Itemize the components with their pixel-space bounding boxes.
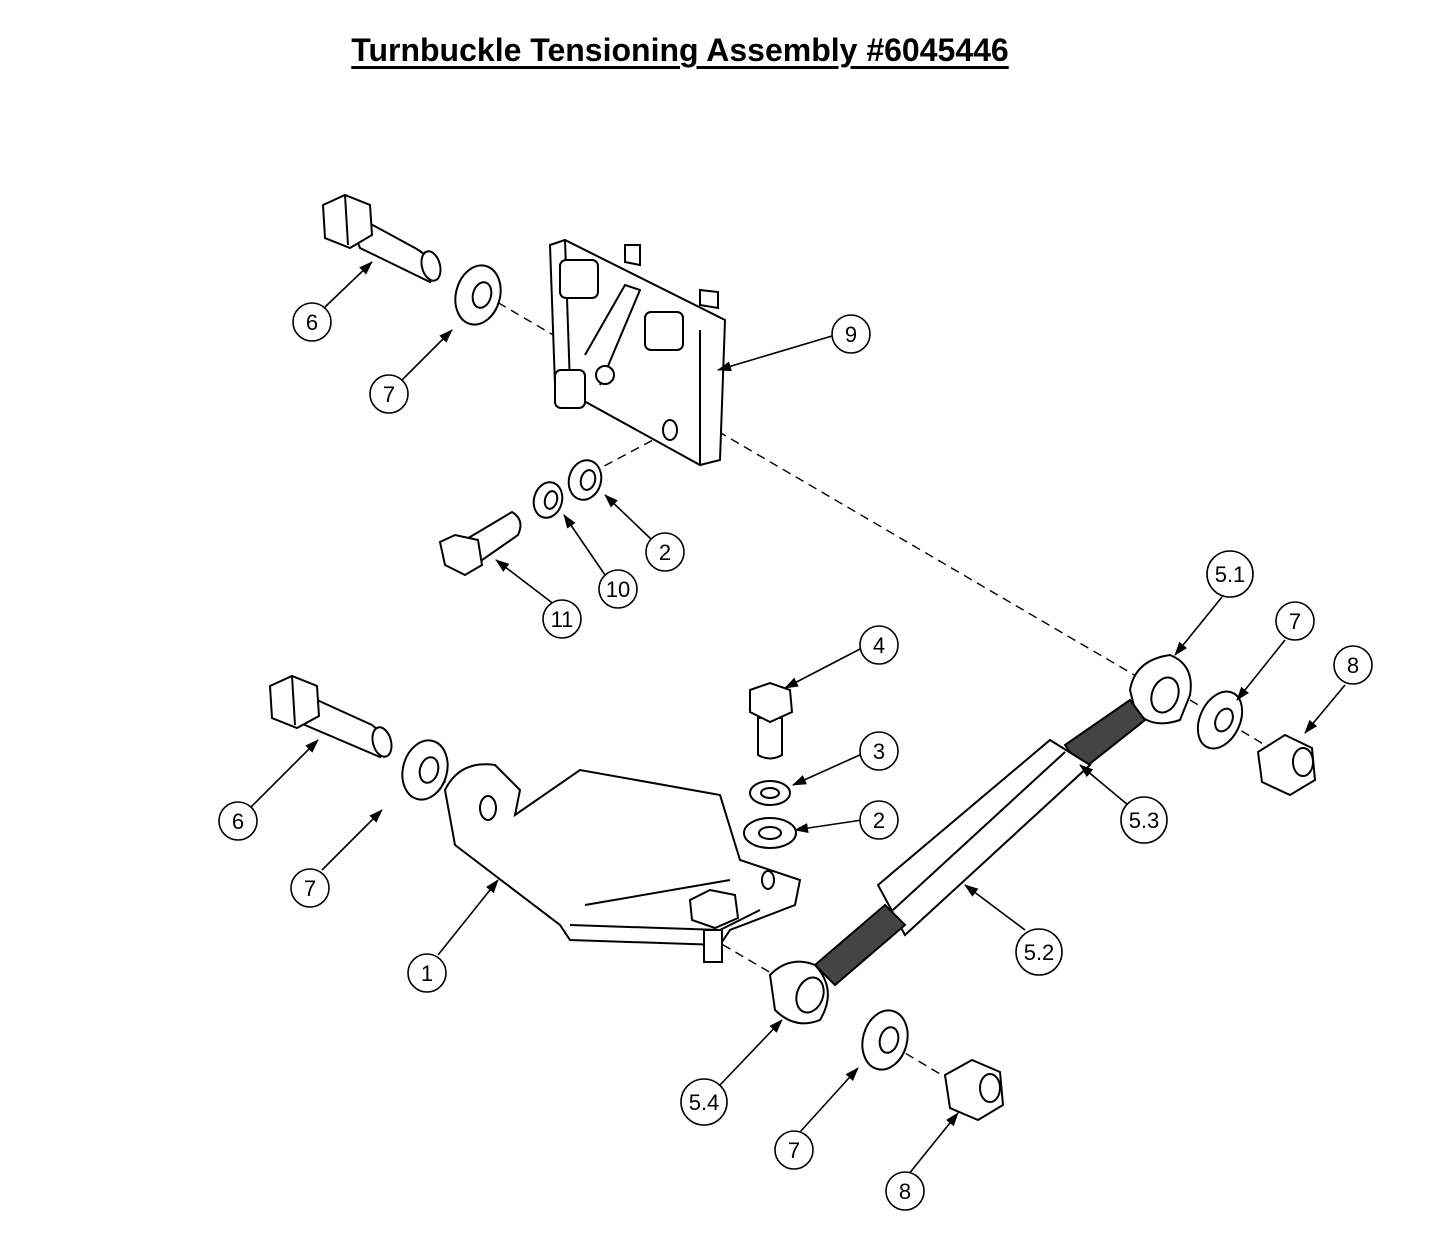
hardware-bottom xyxy=(861,1009,1005,1122)
callout-balloons xyxy=(218,302,1373,1211)
callout-6-left: 6 xyxy=(232,809,244,834)
hardware-stack-upper xyxy=(438,459,603,577)
hardware-stack-middle xyxy=(688,681,797,963)
callout-2-mid: 2 xyxy=(873,808,885,833)
callout-11: 11 xyxy=(551,607,574,632)
tensioner-bracket xyxy=(443,763,802,947)
callout-7-left: 7 xyxy=(304,876,316,901)
callout-3: 3 xyxy=(873,739,885,764)
callout-7-right: 7 xyxy=(1289,609,1301,634)
callout-8-bottom: 8 xyxy=(899,1179,911,1204)
callout-2-top: 2 xyxy=(659,540,671,565)
callout-leaders xyxy=(249,261,1346,1176)
hex-bolt-top xyxy=(321,193,442,284)
hardware-right xyxy=(1196,690,1317,797)
flat-washer-left xyxy=(401,739,449,801)
callout-7-top: 7 xyxy=(383,382,395,407)
callout-5-2: 5.2 xyxy=(1024,940,1055,965)
callout-7-bottom: 7 xyxy=(788,1138,800,1163)
callout-9: 9 xyxy=(845,322,857,347)
mounting-plate xyxy=(548,238,727,467)
callout-5-3: 5.3 xyxy=(1129,808,1160,833)
callout-4: 4 xyxy=(873,633,885,658)
callout-1: 1 xyxy=(421,961,433,986)
callout-5-1: 5.1 xyxy=(1215,562,1246,587)
callout-8-right: 8 xyxy=(1347,653,1359,678)
callout-6-top: 6 xyxy=(306,310,318,335)
diagram-title: Turnbuckle Tensioning Assembly #6045446 xyxy=(351,32,1009,68)
hex-bolt-left xyxy=(268,674,393,759)
callout-5-4: 5.4 xyxy=(689,1090,720,1115)
callout-10: 10 xyxy=(606,577,630,602)
turnbuckle-assembly xyxy=(768,653,1192,1025)
flat-washer-top xyxy=(454,264,502,326)
callout-labels: 6 7 9 2 10 11 5.1 7 8 4 3 2 5.3 6 7 1 5.… xyxy=(232,310,1359,1204)
